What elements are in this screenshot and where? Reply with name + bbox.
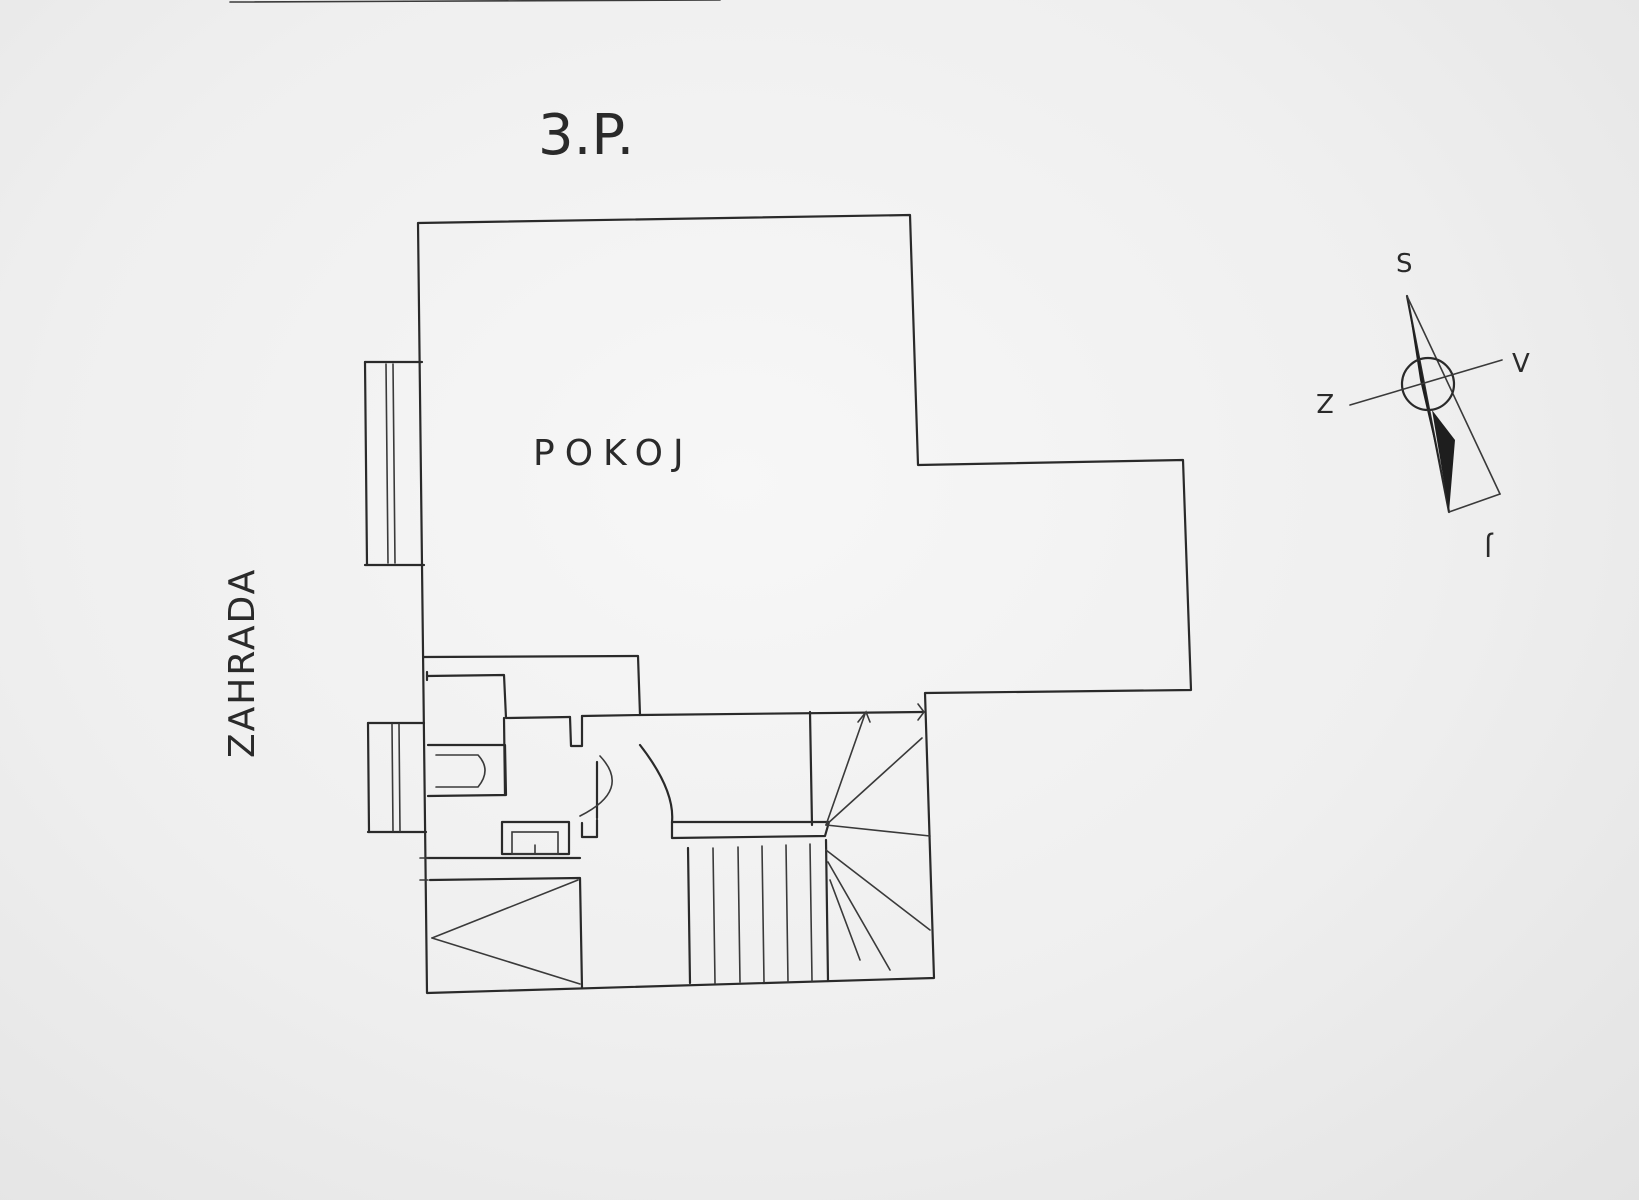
window-upper <box>363 360 426 567</box>
room-label-pokoj: POKOJ <box>533 433 694 474</box>
compass-west-label: Z <box>1316 387 1334 417</box>
garden-label: ZAHRADA <box>222 568 263 758</box>
sink-fixture <box>500 820 571 856</box>
closet-block <box>428 876 584 990</box>
compass-north-label: S <box>1396 249 1413 279</box>
compass-needle <box>1432 410 1455 512</box>
staircase <box>638 703 931 985</box>
floor-title: 3.P. <box>538 103 634 168</box>
bathroom-door <box>579 743 674 824</box>
window-lower <box>366 721 428 834</box>
door-post <box>580 818 599 839</box>
paper-top-edge <box>229 0 721 3</box>
bathtub-fixture <box>426 743 508 798</box>
bathroom-block <box>422 654 642 797</box>
building-outline <box>416 213 1193 995</box>
compass-rose: S J V Z <box>1316 249 1530 561</box>
compass-circle <box>1400 356 1456 412</box>
compass-east-label: V <box>1512 349 1530 379</box>
compass-south-label: J <box>1484 531 1494 561</box>
